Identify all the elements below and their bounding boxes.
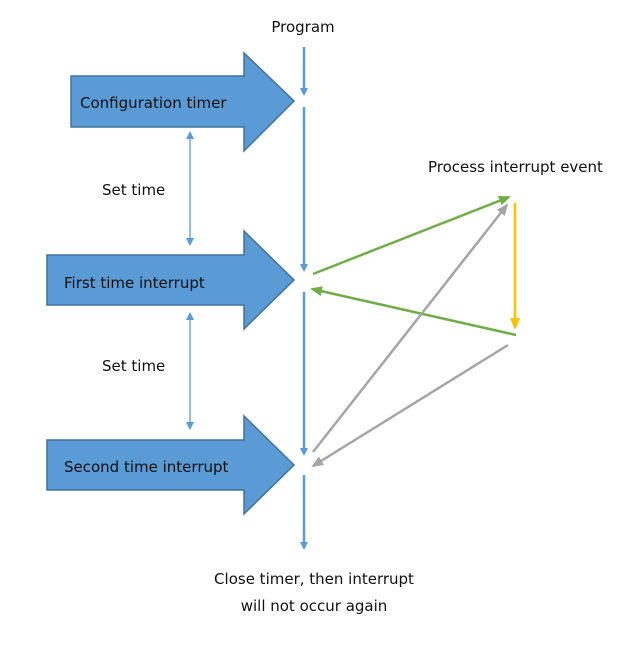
program-label: Program [271, 18, 335, 36]
first-interrupt-label: First time interrupt [64, 274, 205, 292]
close-timer-label-line2: will not occur again [240, 597, 388, 615]
block-arrow-first-interrupt [46, 229, 296, 331]
green-arrow-to-process [312, 195, 511, 276]
gray-arrow-return [311, 343, 509, 468]
gray-arrow-to-process [312, 203, 509, 453]
block-arrow-configuration [70, 51, 296, 153]
close-timer-label-line1: Close timer, then interrupt [214, 570, 414, 588]
configuration-timer-label: Configuration timer [80, 94, 227, 112]
green-arrow-return [310, 286, 517, 337]
block-arrow-second-interrupt [46, 414, 296, 516]
set-time-label-1: Set time [102, 181, 166, 199]
process-interrupt-label: Process interrupt event [428, 158, 603, 176]
second-interrupt-label: Second time interrupt [64, 458, 229, 476]
set-time-label-2: Set time [102, 357, 166, 375]
